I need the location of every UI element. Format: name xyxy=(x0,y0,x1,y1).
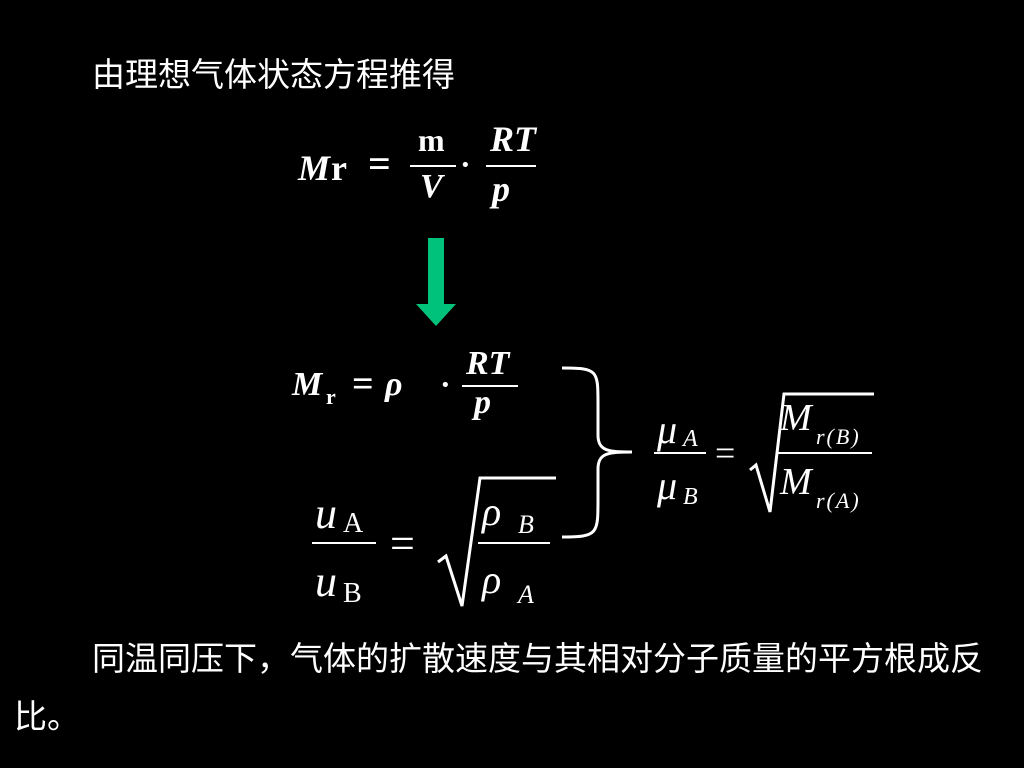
eq4-den-sub: B xyxy=(683,484,698,510)
eq3-root-num-var: ρ xyxy=(482,489,502,534)
eq3-sqrt-sign xyxy=(437,476,556,607)
eq2-lhs-var: M xyxy=(292,366,323,403)
eq3-root-den-var: ρ xyxy=(482,557,502,602)
conclusion-text: 同温同压下，气体的扩散速度与其相对分子质量的平方根成反比。 xyxy=(14,639,983,736)
eq2-equals: = xyxy=(352,363,374,405)
eq4-root-frac-bar xyxy=(778,452,872,454)
eq3-num-sub: A xyxy=(343,508,364,539)
eq1-dot: · xyxy=(460,146,471,182)
eq1-equals: = xyxy=(368,141,391,186)
eq2-frac-num: RT xyxy=(466,345,510,382)
eq2-rho: ρ xyxy=(385,366,403,403)
eq4-num-var: μ xyxy=(657,407,678,452)
eq3-den-var: u xyxy=(315,557,337,606)
right-brace-icon xyxy=(561,366,633,539)
eq3-num-var: u xyxy=(315,489,337,538)
eq2-frac-bar xyxy=(462,385,518,387)
eq3-frac-bar xyxy=(312,542,376,544)
eq2-lhs-sub: r xyxy=(326,384,336,409)
eq1-frac1-bar xyxy=(410,165,456,167)
eq4-num-sub: A xyxy=(683,426,698,452)
eq2-dot: · xyxy=(440,366,451,402)
eq4-root-den-var: M xyxy=(780,461,812,503)
eq3-root-num-sub: B xyxy=(518,510,534,539)
eq2-frac-den: p xyxy=(474,384,491,421)
eq1-frac2-den: p xyxy=(492,169,510,209)
eq3-root-den-sub: A xyxy=(518,580,534,609)
eq4-den-var: μ xyxy=(657,463,678,508)
eq4-sqrt-sign xyxy=(749,392,874,513)
slide-heading: 由理想气体状态方程推得 xyxy=(92,55,455,94)
eq4-equals: = xyxy=(715,433,736,473)
eq3-equals: = xyxy=(390,519,415,568)
eq4-root-num-sub: r(B) xyxy=(816,424,861,449)
eq1-lhs-var: M xyxy=(298,148,331,188)
eq3-den-sub: B xyxy=(343,578,362,609)
eq1-frac1-den: V xyxy=(420,168,443,205)
eq4-root-num-var: M xyxy=(780,397,812,439)
eq1-frac2-bar xyxy=(486,165,536,167)
down-arrow-icon xyxy=(416,238,456,326)
eq1-lhs-sub: r xyxy=(331,148,347,188)
eq1-frac2-num: RT xyxy=(490,119,537,159)
eq4-root-den-sub: r(A) xyxy=(816,488,861,513)
eq3-root-frac-bar xyxy=(478,542,550,544)
eq4-frac-bar xyxy=(654,452,706,454)
eq1-frac1-num: m xyxy=(418,122,445,158)
